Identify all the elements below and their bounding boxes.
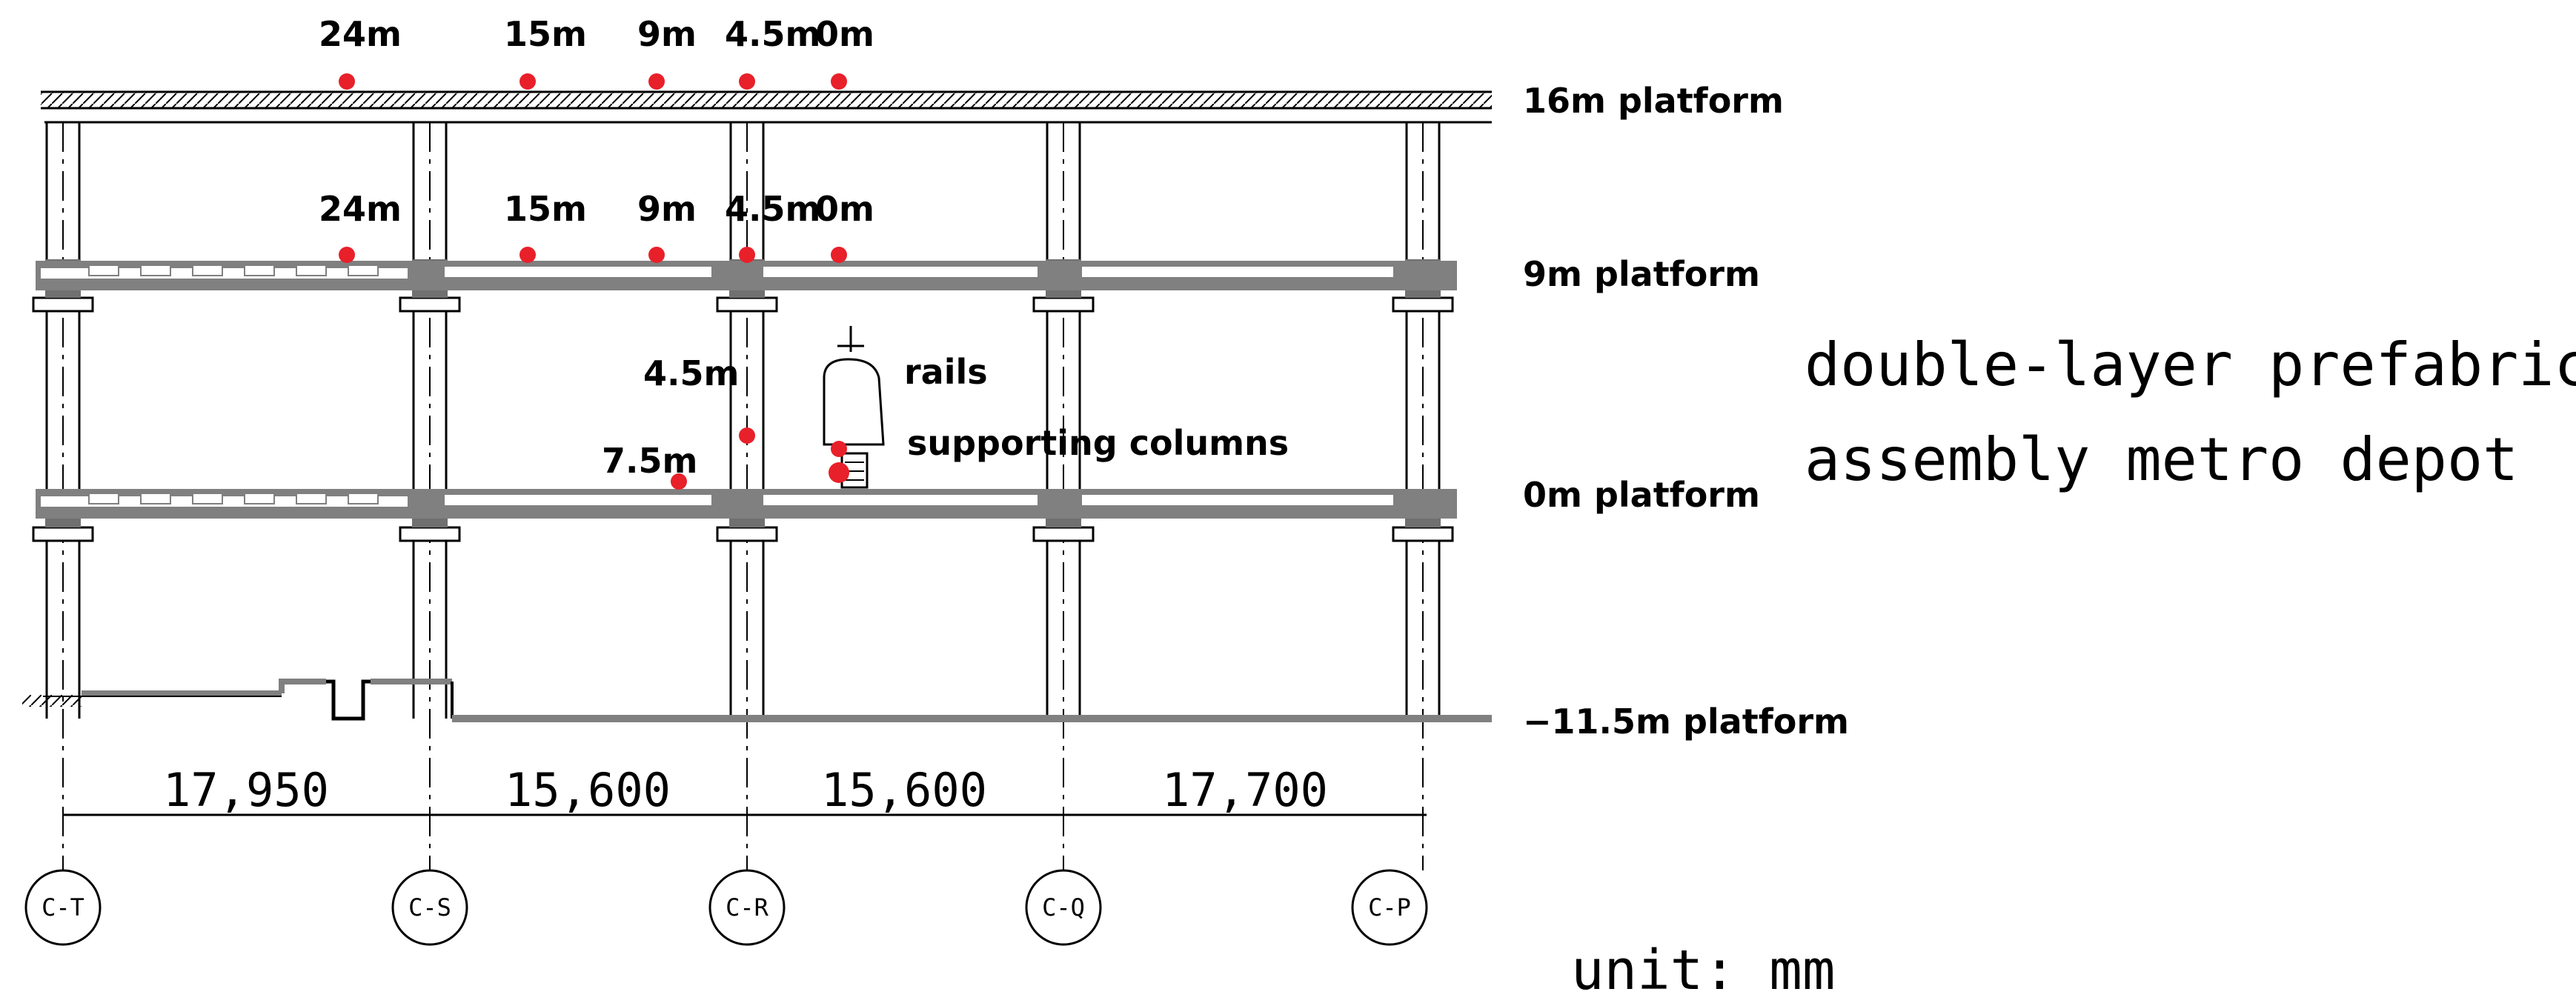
lower-label-7-5m: 7.5m [602, 441, 697, 481]
axis-label-c-q: C-Q [1042, 893, 1085, 922]
marker-mid-24m [339, 247, 355, 263]
top-row-labels: 24m 15m 9m 4.5m 0m [319, 14, 874, 54]
slab-minus-11-5m [22, 679, 1492, 722]
slab-0m [36, 489, 1457, 519]
lower-label-4-5m: 4.5m [643, 353, 739, 393]
unit-label: unit: mm [1571, 939, 1835, 1002]
measurement-markers [339, 73, 849, 490]
slab-9m [36, 261, 1457, 290]
marker-top-24m [339, 73, 355, 90]
top-label-24m: 24m [319, 14, 402, 54]
marker-rails [831, 441, 847, 457]
mid-label-24m: 24m [319, 189, 402, 229]
platform-label-16m: 16m platform [1523, 81, 1784, 121]
mid-row-labels: 24m 15m 9m 4.5m 0m [319, 189, 874, 229]
marker-top-9m [648, 73, 665, 90]
marker-mid-15m [519, 247, 536, 263]
supporting-columns-label: supporting columns [907, 423, 1289, 463]
axis-label-c-r: C-R [726, 893, 769, 922]
mid-label-4-5m: 4.5m [725, 189, 820, 229]
roof-16m [41, 90, 1492, 124]
span-3: 15,600 [821, 763, 987, 817]
mid-label-15m: 15m [504, 189, 587, 229]
marker-supporting-columns [829, 462, 849, 483]
lower-labels: 4.5m 7.5m [602, 353, 739, 481]
top-label-9m: 9m [637, 14, 697, 54]
marker-lower-7-5m [671, 473, 687, 490]
title-line-1: double-layer prefabricated [1805, 330, 2576, 399]
axis-label-c-t: C-T [42, 893, 84, 922]
platform-label-minus-11-5m: −11.5m platform [1523, 702, 1849, 742]
axis-label-c-s: C-S [408, 893, 451, 922]
marker-top-0m [831, 73, 847, 90]
mid-label-0m: 0m [815, 189, 874, 229]
axis-bubbles: C-T C-S C-R C-Q C-P [24, 869, 1428, 946]
train-outline-icon [823, 326, 885, 489]
marker-mid-9m [648, 247, 665, 263]
top-label-4-5m: 4.5m [725, 14, 820, 54]
mid-label-9m: 9m [637, 189, 697, 229]
rails-label: rails [904, 352, 988, 392]
platform-label-0m: 0m platform [1523, 475, 1760, 515]
span-2: 15,600 [505, 763, 671, 817]
span-4: 17,700 [1162, 763, 1328, 817]
top-label-15m: 15m [504, 14, 587, 54]
axis-label-c-p: C-P [1368, 893, 1411, 922]
marker-top-15m [519, 73, 536, 90]
marker-top-4-5m [739, 73, 755, 90]
marker-mid-4-5m [739, 247, 755, 263]
top-label-0m: 0m [815, 14, 874, 54]
marker-lower-4-5m [739, 427, 755, 444]
title-line-2: assembly metro depot [1805, 425, 2518, 494]
platform-label-9m: 9m platform [1523, 254, 1760, 294]
span-1: 17,950 [163, 763, 329, 817]
marker-mid-0m [831, 247, 847, 263]
